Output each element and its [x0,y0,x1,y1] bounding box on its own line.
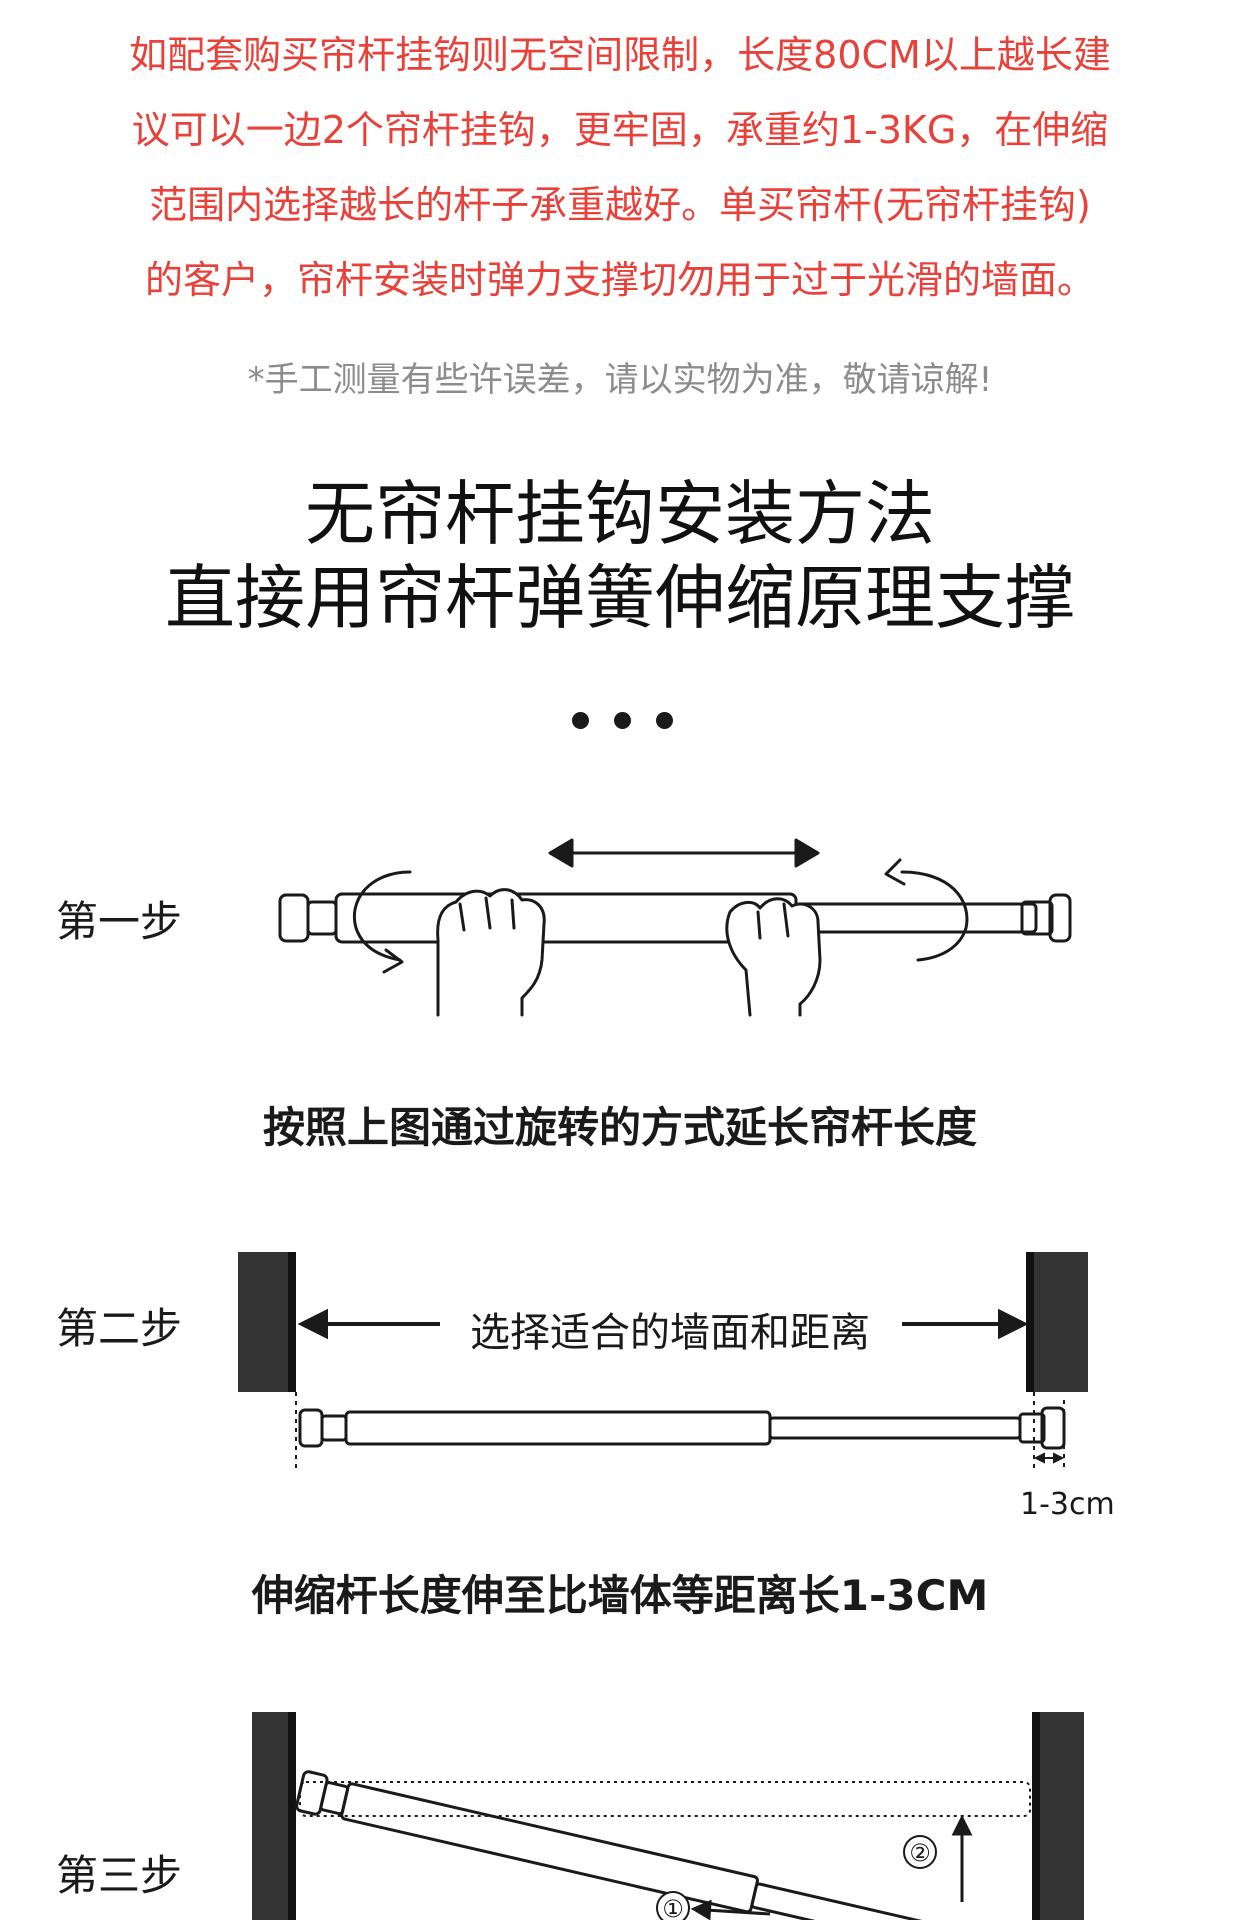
measurement-disclaimer: *手工测量有些许误差，请以实物为准，敬请谅解! [247,360,993,400]
wall-left-icon [238,1252,294,1392]
divider-dots [568,708,678,732]
dot [656,712,673,729]
marker-1-text: ① [662,1895,684,1920]
wall-right-icon [1040,1712,1084,1920]
wall-left-icon [252,1712,290,1920]
marker-2-text: ② [909,1839,931,1867]
section-title: 无帘杆挂钩安装方法 直接用帘杆弹簧伸缩原理支撑 [0,472,1240,640]
marker-1-icon [656,1891,690,1920]
double-arrow-icon [548,838,820,868]
step-2-illustration [238,1252,1088,1470]
rotate-arrow-icon [884,858,969,962]
notice-line: 如配套购买帘杆挂钩则无空间限制，长度80CM以上越长建 [129,33,1111,77]
title-line-1: 无帘杆挂钩安装方法 [305,473,935,555]
gap-measure-text: 1-3cm [1020,1487,1115,1522]
wall-right-icon [1032,1252,1088,1392]
notice-line: 范围内选择越长的杆子承重越好。单买帘杆(无帘杆挂钩) [149,183,1091,227]
curtain-rod-icon [295,1770,973,1920]
rotate-arrow-icon [353,870,412,974]
curtain-rod-icon [298,1406,1066,1450]
step-2-label: 第二步 [56,1304,183,1353]
marker-2-icon [903,1835,937,1869]
step-3-label: 第三步 [56,1851,183,1900]
step-2-caption: 伸缩杆长度伸至比墙体等距离长1-3CM [251,1571,989,1620]
notice-line: 的客户，帘杆安装时弹力支撑切勿用于过于光滑的墙面。 [144,258,1095,302]
notice-line: 议可以一边2个帘杆挂钩，更牢固，承重约1-3KG，在伸缩 [131,108,1109,152]
dot [614,712,631,729]
title-line-2: 直接用帘杆弹簧伸缩原理支撑 [165,557,1075,639]
step-1-caption: 按照上图通过旋转的方式延长帘杆长度 [262,1103,977,1152]
hand-icon [436,888,546,1017]
step-1-label: 第一步 [56,897,183,946]
step-3-illustration: ② ① [252,1712,1084,1920]
curtain-rod-icon [278,892,1072,944]
dot [572,712,589,729]
hand-icon [725,897,822,1017]
notice-paragraph: 如配套购买帘杆挂钩则无空间限制，长度80CM以上越长建 议可以一边2个帘杆挂钩，… [40,18,1200,318]
step-1-illustration [278,838,1072,1017]
wall-distance-text: 选择适合的墙面和距离 [440,1300,900,1358]
